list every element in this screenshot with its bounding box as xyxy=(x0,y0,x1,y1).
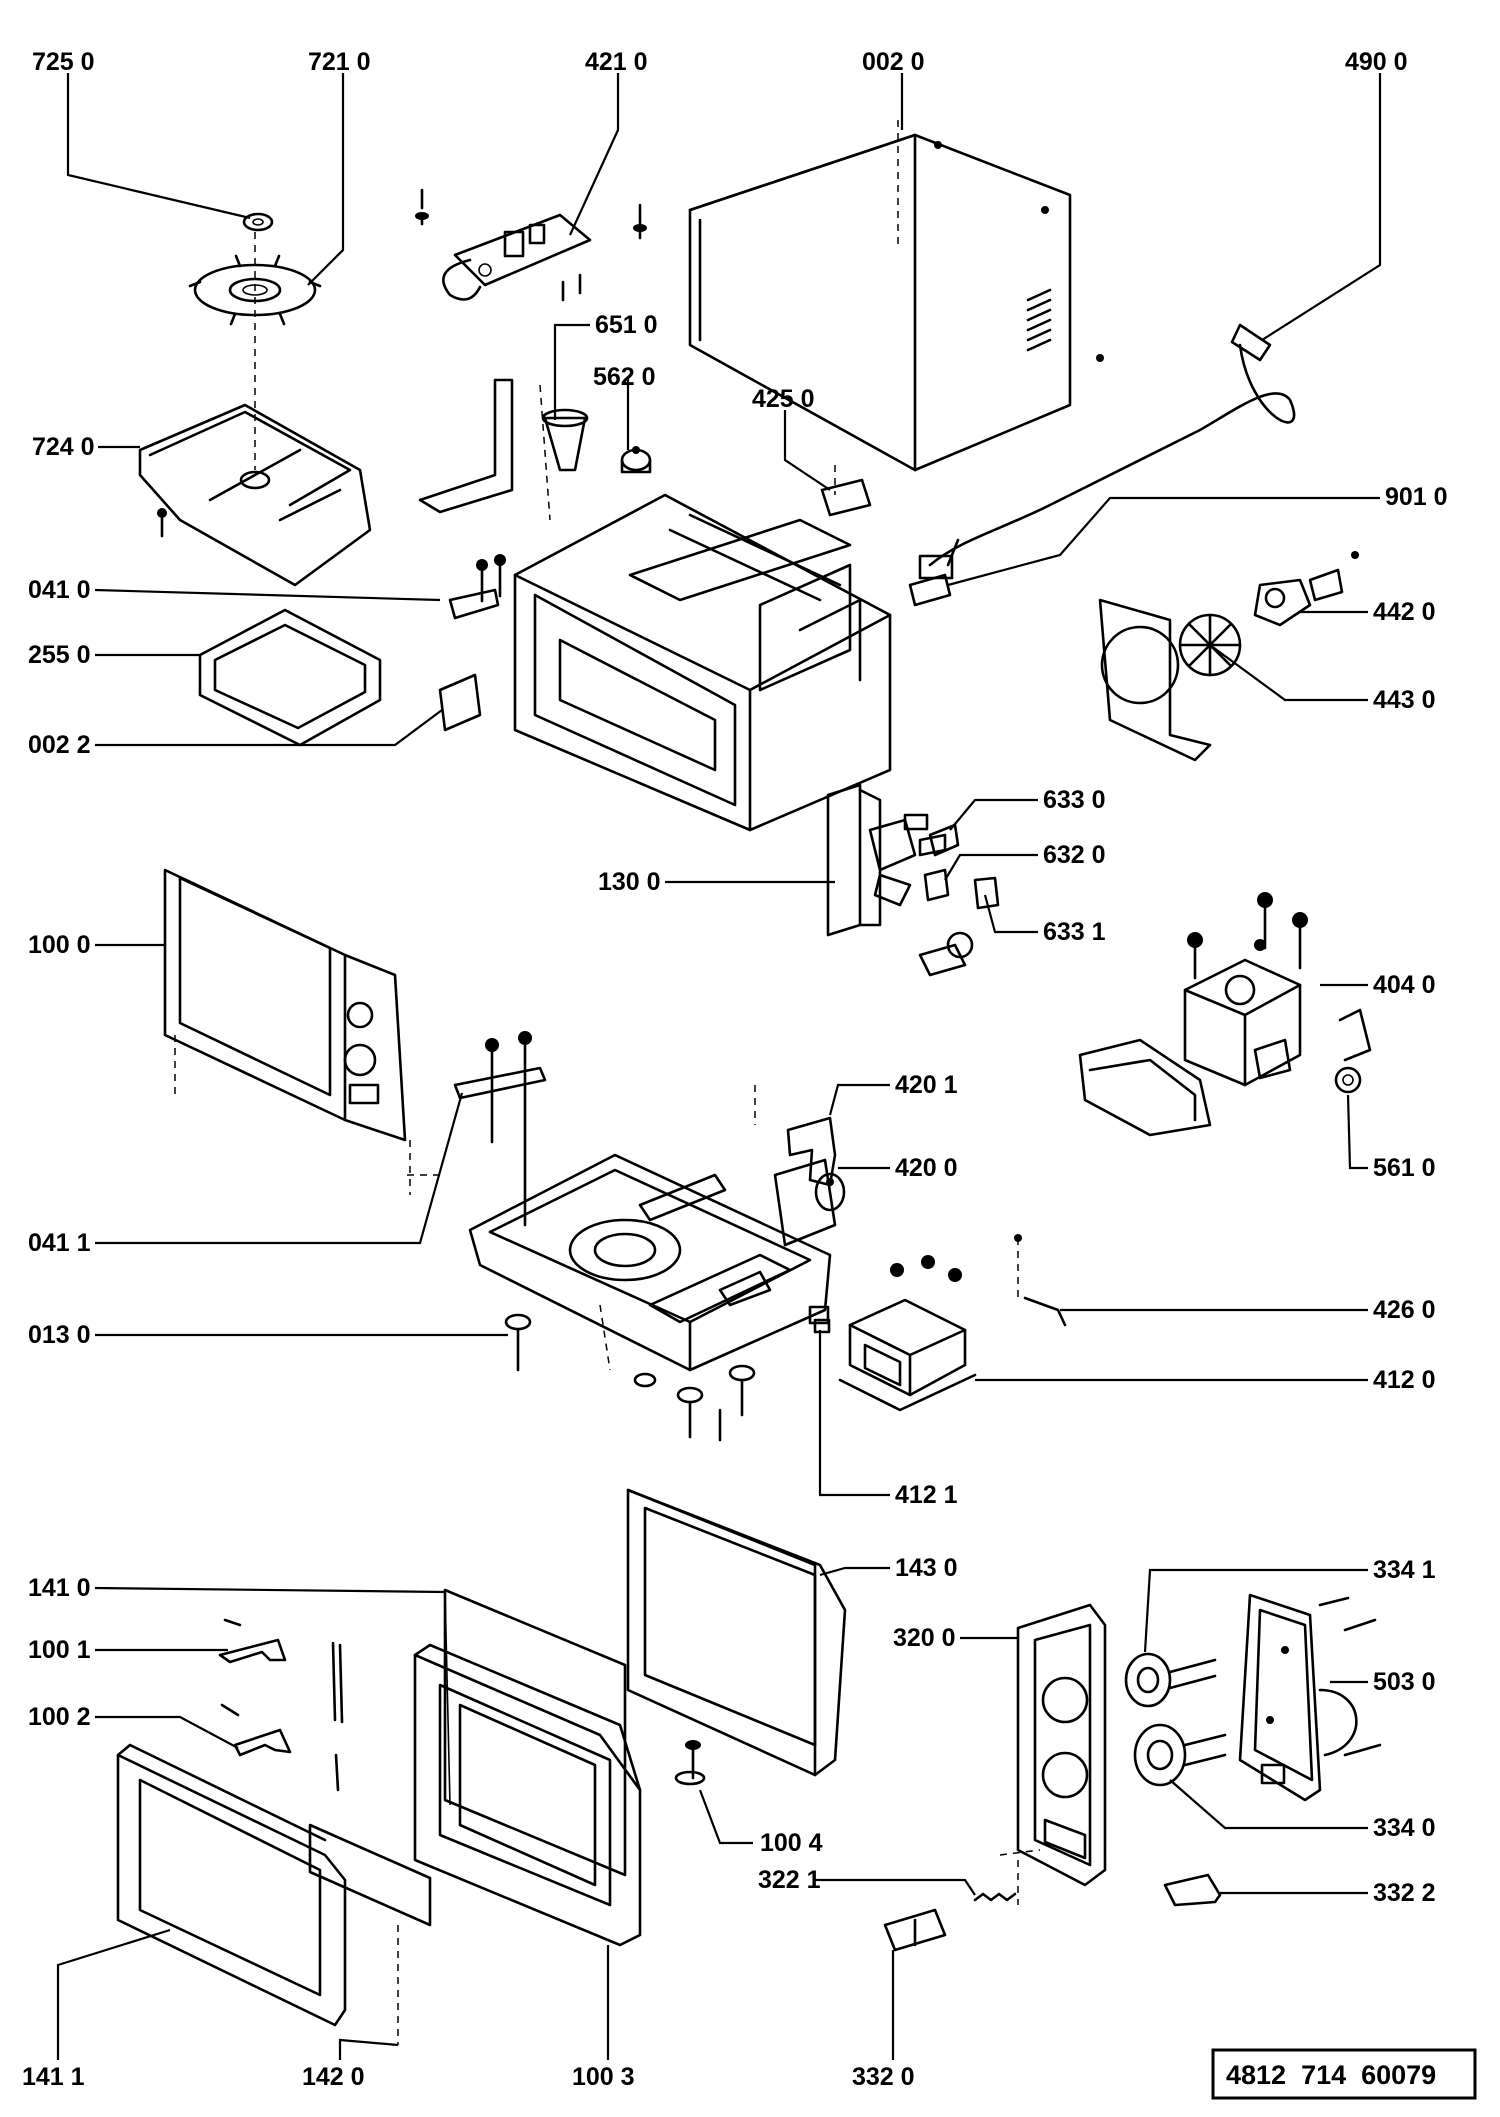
part-632-microswitch xyxy=(923,868,950,902)
part-142-door-strip xyxy=(308,1823,432,2045)
part-100-2-hinge xyxy=(220,1703,292,1757)
label-142-0: 142 0 xyxy=(302,2063,365,2091)
part-443-fan-assembly xyxy=(1098,598,1242,762)
drawing-number-box: 4812 714 60079 xyxy=(1211,2048,1477,2100)
label-041-0: 041 0 xyxy=(28,576,91,604)
label-141-0: 141 0 xyxy=(28,1574,91,1602)
label-320-0: 320 0 xyxy=(893,1624,956,1652)
label-100-3: 100 3 xyxy=(572,2063,635,2091)
label-322-1: 322 1 xyxy=(758,1866,821,1894)
part-041-hinge-bracket xyxy=(448,554,506,620)
label-332-0: 332 0 xyxy=(852,2063,915,2091)
part-255-door-seal xyxy=(198,608,382,747)
part-633-1-microswitch xyxy=(973,876,1000,910)
label-651-0: 651 0 xyxy=(595,311,658,339)
label-443-0: 443 0 xyxy=(1373,686,1436,714)
drawing-number: 4812 714 60079 xyxy=(1226,2060,1436,2090)
label-412-1: 412 1 xyxy=(895,1481,958,1509)
part-420-1-capacitor-bracket xyxy=(754,1085,837,1187)
part-426-diode xyxy=(1014,1234,1067,1327)
label-041-1: 041 1 xyxy=(28,1229,91,1257)
part-100-4-screw xyxy=(674,1740,706,1786)
part-412-1-insulator xyxy=(808,1305,831,1334)
part-interlock-lever xyxy=(918,931,974,977)
label-633-0: 633 0 xyxy=(1043,786,1106,814)
label-561-0: 561 0 xyxy=(1373,1154,1436,1182)
label-503-0: 503 0 xyxy=(1373,1668,1436,1696)
label-632-0: 632 0 xyxy=(1043,841,1106,869)
part-651-sensor xyxy=(539,384,589,521)
label-100-2: 100 2 xyxy=(28,1703,91,1731)
label-420-1: 420 1 xyxy=(895,1071,958,1099)
label-332-2: 332 2 xyxy=(1373,1879,1436,1907)
label-442-0: 442 0 xyxy=(1373,598,1436,626)
part-442-fan-motor xyxy=(1253,551,1359,627)
part-562-thermostat xyxy=(620,446,652,474)
label-490-0: 490 0 xyxy=(1345,48,1408,76)
label-425-0: 425 0 xyxy=(752,385,815,413)
part-332-2-lever xyxy=(1163,1873,1222,1907)
label-426-0: 426 0 xyxy=(1373,1296,1436,1324)
label-412-0: 412 0 xyxy=(1373,1366,1436,1394)
label-100-4: 100 4 xyxy=(760,1829,823,1857)
part-002-2-plate xyxy=(438,673,482,732)
label-420-0: 420 0 xyxy=(895,1154,958,1182)
part-412-transformer xyxy=(838,1255,977,1412)
part-labels: 725 0 721 0 421 0 002 0 490 0 651 0 562 … xyxy=(22,48,1448,2091)
label-334-1: 334 1 xyxy=(1373,1556,1436,1584)
label-721-0: 721 0 xyxy=(308,48,371,76)
part-waveguide-bracket xyxy=(418,378,514,514)
part-334-1-knob xyxy=(1124,1652,1217,1708)
leader-lines xyxy=(56,73,1382,2060)
part-490-power-cord xyxy=(918,323,1296,580)
label-143-0: 143 0 xyxy=(895,1554,958,1582)
part-322-1-spring xyxy=(973,1892,1017,1902)
part-503-timer-module xyxy=(1238,1593,1382,1802)
part-002-outer-cabinet xyxy=(688,120,1104,472)
label-901-0: 901 0 xyxy=(1385,483,1448,511)
part-724-turntable-motor-housing xyxy=(138,403,372,587)
label-404-0: 404 0 xyxy=(1373,971,1436,999)
part-561-thermal-fuse xyxy=(1334,1066,1362,1094)
part-901-connector xyxy=(908,538,960,607)
part-130-interlock-assembly xyxy=(826,783,947,937)
part-041-1-bracket xyxy=(453,1031,547,1227)
part-425-switch xyxy=(820,465,872,517)
part-013-feet xyxy=(504,1313,756,1442)
label-421-0: 421 0 xyxy=(585,48,648,76)
label-633-1: 633 1 xyxy=(1043,918,1106,946)
label-100-1: 100 1 xyxy=(28,1636,91,1664)
part-oven-cavity xyxy=(513,493,892,832)
label-002-0: 002 0 xyxy=(862,48,925,76)
part-door-latch-rod xyxy=(331,1641,344,1792)
part-100-3-door-frame xyxy=(413,1643,642,1947)
part-100-door-assembly xyxy=(163,868,411,1195)
label-562-0: 562 0 xyxy=(593,363,656,391)
label-013-0: 013 0 xyxy=(28,1321,91,1349)
part-141-1-door-outer-panel xyxy=(116,1743,347,2027)
assembly-lines xyxy=(405,1174,1041,1905)
label-724-0: 724 0 xyxy=(32,433,95,461)
part-404-magnetron xyxy=(1078,892,1372,1137)
label-100-0: 100 0 xyxy=(28,931,91,959)
label-255-0: 255 0 xyxy=(28,641,91,669)
part-633-microswitch xyxy=(928,823,960,857)
label-141-1: 141 1 xyxy=(22,2063,85,2091)
part-100-1-hinge xyxy=(218,1618,287,1664)
part-base-plate xyxy=(468,1153,832,1372)
label-130-0: 130 0 xyxy=(598,868,661,896)
part-332-door-latch xyxy=(883,1908,947,1952)
part-141-door-glass xyxy=(443,1588,627,1877)
label-725-0: 725 0 xyxy=(32,48,95,76)
part-320-control-panel xyxy=(1016,1603,1107,1887)
part-334-knob xyxy=(1133,1723,1227,1787)
part-721-turntable-support xyxy=(188,232,322,470)
part-725-washer xyxy=(242,212,274,232)
label-334-0: 334 0 xyxy=(1373,1814,1436,1842)
part-421-circuit-board xyxy=(415,188,647,302)
label-002-2: 002 2 xyxy=(28,731,91,759)
part-143-door-choke xyxy=(626,1488,847,1777)
part-420-capacitor xyxy=(773,1158,846,1247)
